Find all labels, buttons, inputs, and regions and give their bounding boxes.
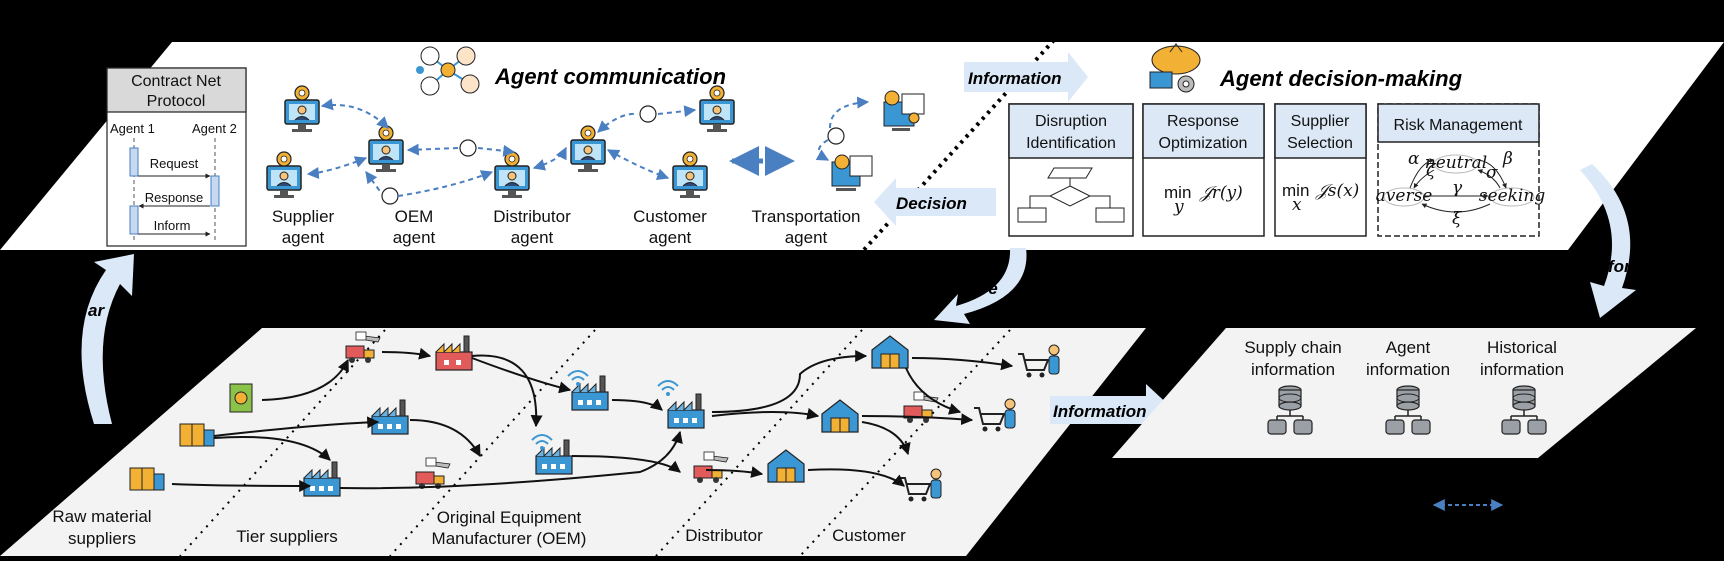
risk-neutral: neutral: [1425, 153, 1488, 173]
agent-info-2: information: [1366, 360, 1450, 379]
decision-arrow-down: De: [934, 248, 1027, 324]
agent-communication-title: Agent communication: [494, 64, 726, 89]
risk-averse: averse: [1376, 186, 1433, 206]
module-2-line2: Selection: [1287, 135, 1353, 152]
cnp-msg-inform: Inform: [154, 218, 191, 233]
module-response-optimization: Response Optimization min y 𝒥r(y): [1142, 103, 1265, 237]
cnp-msg-request: Request: [150, 156, 199, 171]
historical-info-2: information: [1480, 360, 1564, 379]
decision-arrow: Decision: [874, 178, 996, 226]
module-supplier-selection: Supplier Selection min x 𝒥s(x): [1274, 103, 1367, 237]
module-1-sub: y: [1173, 197, 1184, 217]
supply-flow-arrows: [171, 347, 1014, 492]
module-0-line1: Disruption: [1035, 113, 1107, 130]
risk-greek-gamma: γ: [1452, 178, 1463, 198]
tier-distributor: Distributor: [685, 526, 763, 545]
decision-arrow-label: Decision: [896, 194, 967, 213]
agent-decision-making-title: Agent decision-making: [1219, 66, 1463, 91]
cnp-msg-response: Response: [145, 190, 204, 205]
brain-gear-icon: [1149, 43, 1201, 93]
communication-arrows: [306, 96, 870, 197]
tier-suppliers: Tier suppliers: [236, 527, 337, 546]
module-2-sub: x: [1292, 195, 1302, 215]
risk-greek-zeta: ζ: [1426, 161, 1437, 181]
agent-info-1: Agent: [1386, 338, 1431, 357]
decision-partial-label: De: [976, 279, 998, 298]
module-disruption-identification: Disruption Identification: [1008, 103, 1134, 237]
feedback-arrow-left: ar: [81, 254, 134, 424]
distributor-agent-label-2: agent: [511, 228, 554, 247]
right-partial-label: for: [1608, 257, 1632, 276]
module-0-line2: Identification: [1026, 135, 1116, 152]
transportation-agent-icon: [831, 154, 873, 191]
risk-greek-sigma: σ: [1486, 163, 1498, 183]
module-1-min: min: [1164, 183, 1191, 202]
information-arrow-right: for: [1580, 164, 1636, 318]
risk-greek-xi: ξ: [1452, 209, 1463, 229]
information-arrow-top: Information: [964, 52, 1088, 102]
supplier-agent-label-1: Supplier: [272, 207, 335, 226]
transportation-agent-label-2: agent: [785, 228, 828, 247]
information-arrow-top-label: Information: [968, 69, 1062, 88]
tier-raw-material-1: Raw material: [52, 507, 151, 526]
historical-info-1: Historical: [1487, 338, 1557, 357]
risk-greek-beta: β: [1502, 149, 1513, 169]
contract-net-protocol: Contract Net Protocol Agent 1 Agent 2 Re…: [106, 67, 247, 247]
raw-material-icon-c: [229, 383, 253, 413]
oem-agent-label-1: OEM: [395, 207, 434, 226]
module-3-title: Risk Management: [1394, 117, 1524, 134]
cnp-title-1: Contract Net: [131, 73, 221, 90]
supplier-agent-label-2: agent: [282, 228, 325, 247]
agent-icon-d: [883, 90, 925, 131]
tier-oem-2: Manufacturer (OEM): [432, 529, 587, 548]
module-2-line1: Supplier: [1291, 113, 1350, 130]
transportation-agent-label-1: Transportation: [752, 207, 861, 226]
tier-customer: Customer: [832, 526, 906, 545]
risk-seeking: seeking: [1479, 186, 1546, 206]
module-1-formula: 𝒥r(y): [1199, 183, 1243, 203]
module-risk-management: Risk Management neutral averse seeking α…: [1376, 103, 1546, 237]
module-1-line2: Optimization: [1159, 135, 1248, 152]
tier-dividers: [179, 329, 1011, 557]
cnp-agent1: Agent 1: [110, 121, 155, 136]
bottom-layer-panel: [0, 328, 1146, 556]
distributor-agent-label-1: Distributor: [493, 207, 571, 226]
information-arrow-bottom-label: Information: [1053, 402, 1147, 421]
cnp-agent2: Agent 2: [192, 121, 237, 136]
network-people-icon: [416, 46, 480, 96]
supply-chain-info-2: information: [1251, 360, 1335, 379]
left-partial-label: ar: [88, 301, 105, 320]
tier-raw-material-2: suppliers: [68, 529, 136, 548]
supply-chain-info-1: Supply chain: [1244, 338, 1341, 357]
module-1-line1: Response: [1167, 113, 1239, 130]
risk-greek-alpha: α: [1408, 149, 1420, 169]
module-2-formula: 𝒥s(x): [1315, 181, 1359, 201]
cnp-title-2: Protocol: [147, 93, 206, 110]
customer-agent-label-2: agent: [649, 228, 692, 247]
oem-agent-label-2: agent: [393, 228, 436, 247]
tier-oem-1: Original Equipment: [437, 508, 582, 527]
customer-agent-label-1: Customer: [633, 207, 707, 226]
module-2-min: min: [1282, 181, 1309, 200]
